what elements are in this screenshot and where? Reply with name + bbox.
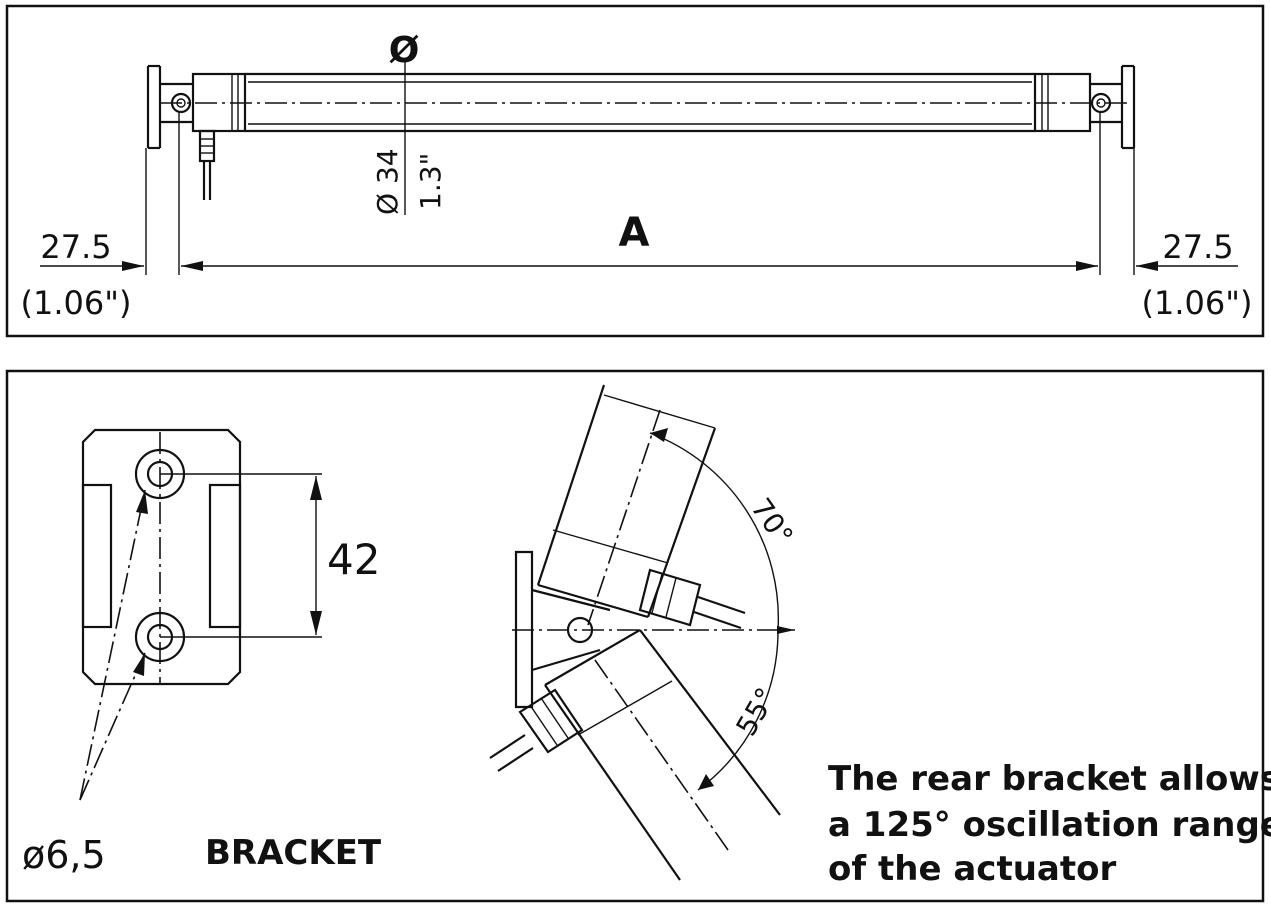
bottom-panel: 42 ø6,5 BRACKET [5,369,1271,903]
hole-leader-upper [79,489,146,801]
bracket-plate: 42 ø6,5 BRACKET [22,428,382,877]
diameter-dimension: Ø Ø 34 1.3" [371,30,447,215]
right-offset-mm: 27.5 [1162,228,1233,266]
hole-spacing-label: 42 [327,535,380,584]
caption: The rear bracket allows a 125° oscillati… [828,759,1271,889]
caption-line-2: a 125° oscillation range [828,805,1271,845]
upper-angle-arc [649,432,780,631]
bracket-title: BRACKET [205,833,382,873]
cable-gland [198,129,216,200]
lower-angle-arc [697,629,779,791]
right-offset-dimension: 27.5 (1.06") [1136,228,1252,322]
hole-diameter-label: ø6,5 [22,833,106,877]
right-mount [1090,64,1136,150]
length-dimension: A [181,210,1098,271]
length-label: A [619,210,650,256]
actuator-upper-position [536,384,746,630]
diameter-mm-label: Ø 34 [371,148,404,215]
actuator-body [160,72,1130,133]
caption-line-3: of the actuator [828,849,1116,889]
diameter-symbol: Ø [389,30,420,71]
left-offset-in: (1.06") [21,284,132,322]
caption-line-1: The rear bracket allows [828,759,1271,799]
right-offset-in: (1.06") [1142,284,1253,322]
actuator-lower-position [489,629,781,881]
bottom-panel-frame [5,369,1265,903]
left-offset-mm: 27.5 [40,228,111,266]
left-offset-dimension: 27.5 (1.06") [21,228,144,322]
top-panel: Ø Ø 34 1.3" A 27.5 (1.06") 27.5 (1. [5,4,1265,338]
left-mount [146,64,216,200]
top-panel-frame [5,4,1265,338]
hole-leader-lower [79,652,146,801]
diameter-inch-label: 1.3" [414,153,447,210]
